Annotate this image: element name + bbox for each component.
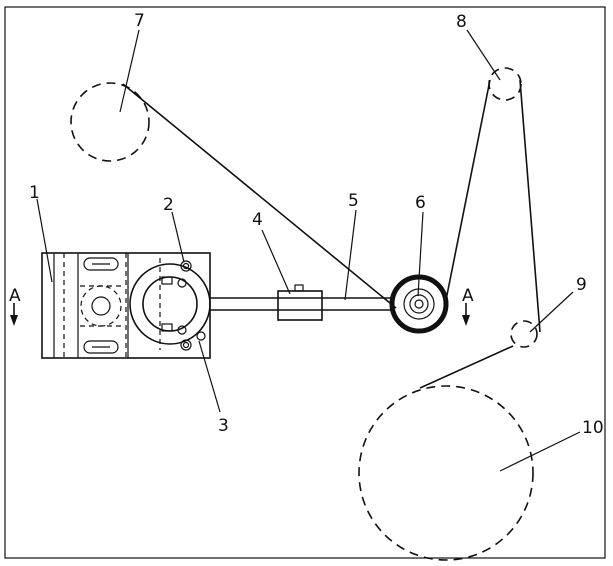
callout-9: 9 [529, 275, 587, 333]
label-9: 9 [576, 275, 587, 295]
label-3: 3 [218, 416, 229, 436]
slider-block-4 [277, 284, 323, 321]
label-2: 2 [163, 195, 174, 215]
callout-2: 2 [163, 195, 185, 263]
section-label-right: A [462, 286, 474, 306]
section-label-left: A [9, 286, 21, 306]
label-5: 5 [348, 191, 359, 211]
reel-10 [358, 385, 534, 561]
section-marker-right: A [462, 286, 474, 326]
callout-6: 6 [415, 193, 426, 297]
label-8: 8 [456, 12, 467, 32]
web-path [122, 79, 541, 389]
callout-10: 10 [499, 418, 604, 472]
callout-3: 3 [198, 340, 229, 436]
label-10: 10 [582, 418, 604, 438]
reel-7 [70, 82, 150, 162]
section-marker-left: A [9, 286, 21, 326]
drawing-border [4, 6, 606, 559]
callout-7: 7 [119, 11, 145, 113]
callout-1: 1 [29, 183, 53, 283]
pulley-8 [488, 67, 522, 101]
label-7: 7 [134, 11, 145, 31]
callout-5: 5 [344, 191, 359, 301]
arm-5 [210, 297, 402, 311]
hub-assembly [129, 258, 211, 351]
callout-4: 4 [252, 210, 291, 295]
pulley-9 [510, 320, 538, 348]
label-4: 4 [252, 210, 263, 230]
label-6: 6 [415, 193, 426, 213]
label-1: 1 [29, 183, 40, 203]
callout-8: 8 [456, 12, 501, 81]
